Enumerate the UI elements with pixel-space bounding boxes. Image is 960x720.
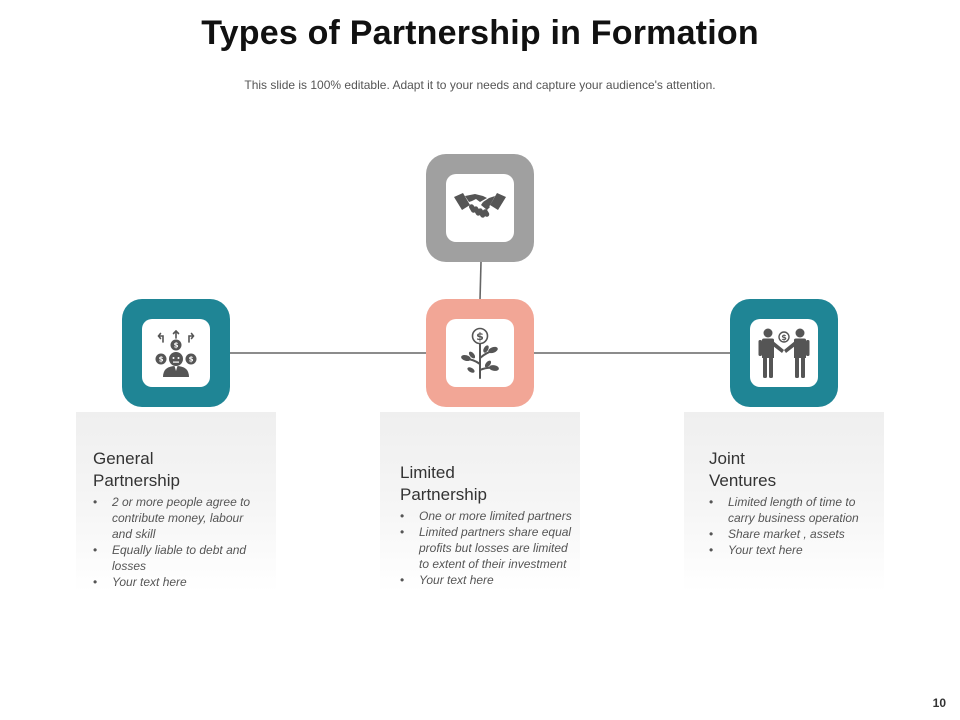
bullet-item: Limited length of time to carry business…: [709, 494, 876, 526]
joint-ventures-card: Joint Ventures Limited length of time to…: [684, 412, 884, 592]
bullet-list: 2 or more people agree to contribute mon…: [93, 494, 266, 590]
svg-text:$: $: [781, 333, 787, 342]
svg-text:$: $: [159, 356, 164, 364]
limited-partnership-inner: $: [446, 319, 514, 387]
svg-text:$: $: [476, 330, 484, 343]
bullet-item: Share market , assets: [709, 526, 876, 542]
card-title: Limited Partnership: [400, 463, 487, 504]
slide-subtitle: This slide is 100% editable. Adapt it to…: [244, 78, 716, 92]
general-partnership-inner: $ $ $: [142, 319, 210, 387]
bullet-list: Limited length of time to carry business…: [709, 494, 876, 558]
slide-title: Types of Partnership in Formation: [201, 14, 759, 52]
svg-text:$: $: [189, 356, 194, 364]
bullet-list: One or more limited partners Limited par…: [400, 508, 576, 588]
money-options-person-icon: $ $ $: [155, 329, 197, 377]
bullet-item: Equally liable to debt and losses: [93, 542, 266, 574]
card-title: General Partnership: [93, 449, 180, 490]
general-partnership-card: General Partnership 2 or more people agr…: [76, 412, 276, 592]
page-number: 10: [932, 696, 946, 710]
top-node-inner: [446, 174, 514, 242]
limited-partnership-card: Limited Partnership One or more limited …: [380, 412, 580, 592]
handshake-icon: [454, 193, 506, 218]
bullet-item: 2 or more people agree to contribute mon…: [93, 494, 266, 542]
bullet-item: Your text here: [709, 542, 876, 558]
vertical-connector: [479, 261, 482, 301]
joint-ventures-tile: $: [730, 299, 838, 407]
limited-partnership-tile: $: [426, 299, 534, 407]
money-plant-icon: $: [461, 327, 499, 379]
general-partnership-tile: $ $ $: [122, 299, 230, 407]
bullet-item: Your text here: [400, 572, 576, 588]
bullet-item: One or more limited partners: [400, 508, 576, 524]
business-deal-icon: $: [758, 328, 810, 378]
card-title: Joint Ventures: [709, 449, 777, 490]
bullet-item: Limited partners share equal profits but…: [400, 524, 576, 572]
top-node-tile: [426, 154, 534, 262]
joint-ventures-inner: $: [750, 319, 818, 387]
svg-text:$: $: [174, 342, 179, 350]
bullet-item: Your text here: [93, 574, 266, 590]
